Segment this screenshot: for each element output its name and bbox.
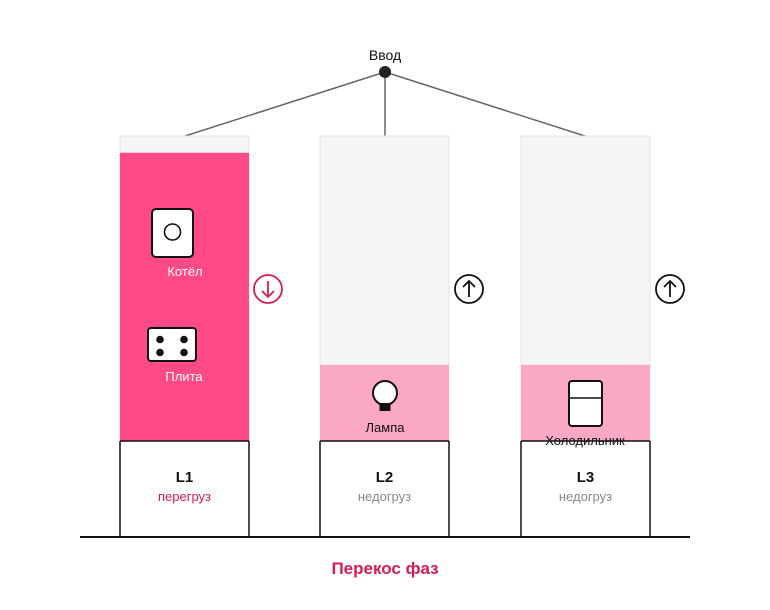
wires (184, 71, 586, 137)
phase-l1-status: перегруз (158, 489, 211, 504)
input-node (379, 66, 391, 78)
diagram-title: Перекос фаз (331, 559, 438, 578)
wire-l3 (384, 71, 586, 137)
phase-l2-label: L2 (376, 469, 394, 486)
phase-l3-status: недогруз (559, 489, 612, 504)
phase-l2-status: недогруз (358, 489, 411, 504)
fridge-icon (568, 380, 603, 427)
wire-l1 (184, 71, 386, 137)
phase-l1-base (119, 440, 250, 537)
phase-l3: Холодильник L3 недогруз (520, 135, 685, 537)
phase-l2-base (319, 440, 450, 537)
phase-l1-load-fill (120, 152, 249, 441)
boiler-icon (151, 208, 194, 258)
appliance-label-lamp: Лампа (366, 420, 406, 435)
input-label: Ввод (369, 47, 401, 63)
phase-l2: Лампа L2 недогруз (319, 135, 484, 537)
phase-l3-label: L3 (577, 469, 595, 486)
lamp-icon (372, 380, 398, 411)
phase-l1-label: L1 (176, 469, 194, 486)
arrow-up-icon (454, 274, 484, 304)
arrow-up-icon (655, 274, 685, 304)
stove-icon (147, 327, 197, 362)
appliance-label-stove: Плита (165, 369, 203, 384)
phase-l3-base (520, 440, 651, 537)
appliance-label-boiler: Котёл (167, 264, 202, 279)
phase-l1: Котёл Плита L1 перегруз (119, 135, 283, 537)
arrow-down-icon (253, 274, 283, 304)
